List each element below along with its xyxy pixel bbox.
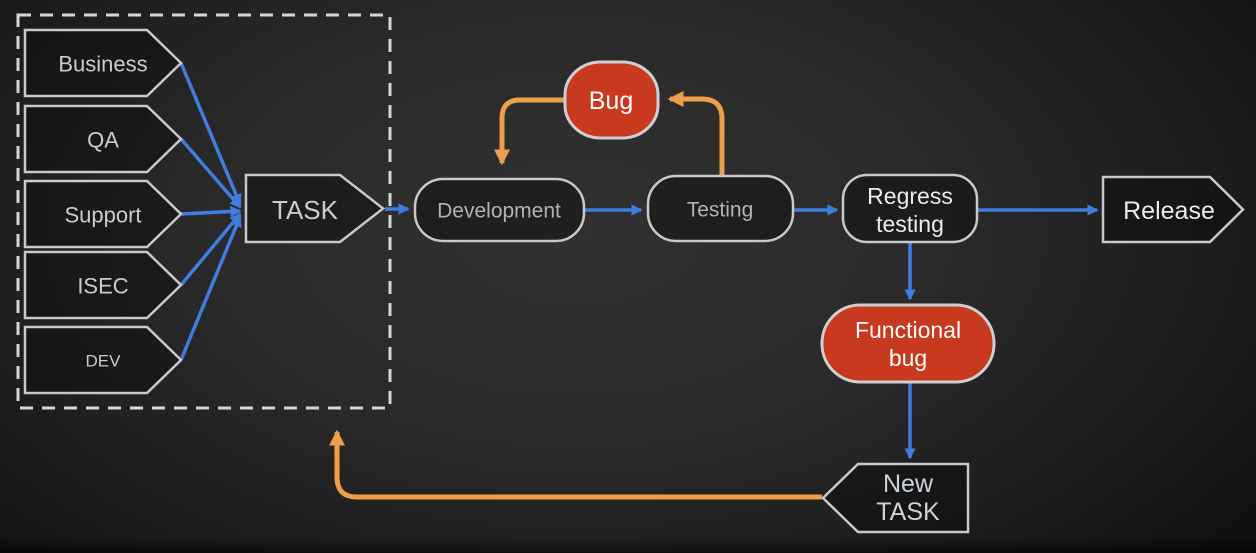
node-bug: Bug	[563, 60, 660, 140]
testing-label: Testing	[687, 199, 754, 222]
node-qa: QA	[23, 104, 183, 174]
support-shape	[23, 179, 183, 249]
regress-testing-shape	[841, 173, 979, 244]
node-regress-testing: Regress testing	[841, 173, 979, 244]
new-task-label-line1: New	[883, 470, 934, 498]
node-release: Release	[1101, 175, 1245, 244]
orange-connectors	[328, 90, 822, 500]
connector-testing-bug	[667, 90, 725, 175]
development-label: Development	[437, 200, 561, 223]
node-new-task: New TASK	[821, 462, 970, 534]
business-shape	[23, 28, 183, 98]
node-functional-bug: Functional bug	[820, 303, 996, 384]
support-label: Support	[64, 203, 141, 228]
node-dev: DEV	[23, 325, 183, 395]
functional-bug-label-line2: bug	[889, 345, 927, 371]
task-shape	[244, 173, 386, 244]
bug-label: Bug	[589, 87, 633, 115]
new-task-shape	[821, 462, 970, 534]
development-shape	[413, 177, 586, 243]
connector-support-task	[180, 205, 242, 218]
functional-bug-shape	[820, 303, 996, 384]
node-isec: ISEC	[23, 250, 183, 320]
node-task: TASK	[244, 173, 386, 244]
release-label: Release	[1123, 197, 1215, 225]
node-support: Support	[23, 179, 183, 249]
connector-isec-task	[179, 212, 242, 287]
connector-qa-task	[179, 137, 242, 209]
task-label: TASK	[272, 195, 339, 225]
qa-shape	[23, 104, 183, 174]
node-development: Development	[413, 177, 586, 243]
regress-testing-label-line1: Regress	[867, 183, 953, 209]
isec-shape	[23, 250, 183, 320]
node-business: Business	[23, 28, 183, 98]
testing-shape	[646, 174, 795, 243]
new-task-label-line2: TASK	[876, 498, 940, 526]
functional-bug-label-line1: Functional	[855, 317, 961, 343]
qa-label: QA	[87, 128, 119, 153]
connector-business-task	[179, 62, 242, 206]
dev-shape	[23, 325, 183, 395]
connector-dev-task	[179, 215, 242, 361]
sources-group-box	[16, 13, 392, 410]
blue-connectors	[179, 62, 1099, 460]
bug-shape	[563, 60, 660, 140]
node-testing: Testing	[646, 174, 795, 243]
isec-label: ISEC	[77, 274, 128, 299]
connector-bug-development	[493, 97, 564, 166]
connector-newtask-sources	[328, 429, 822, 500]
business-label: Business	[58, 52, 147, 77]
release-shape	[1101, 175, 1245, 244]
regress-testing-label-line2: testing	[876, 211, 944, 237]
dev-label: DEV	[86, 352, 122, 371]
